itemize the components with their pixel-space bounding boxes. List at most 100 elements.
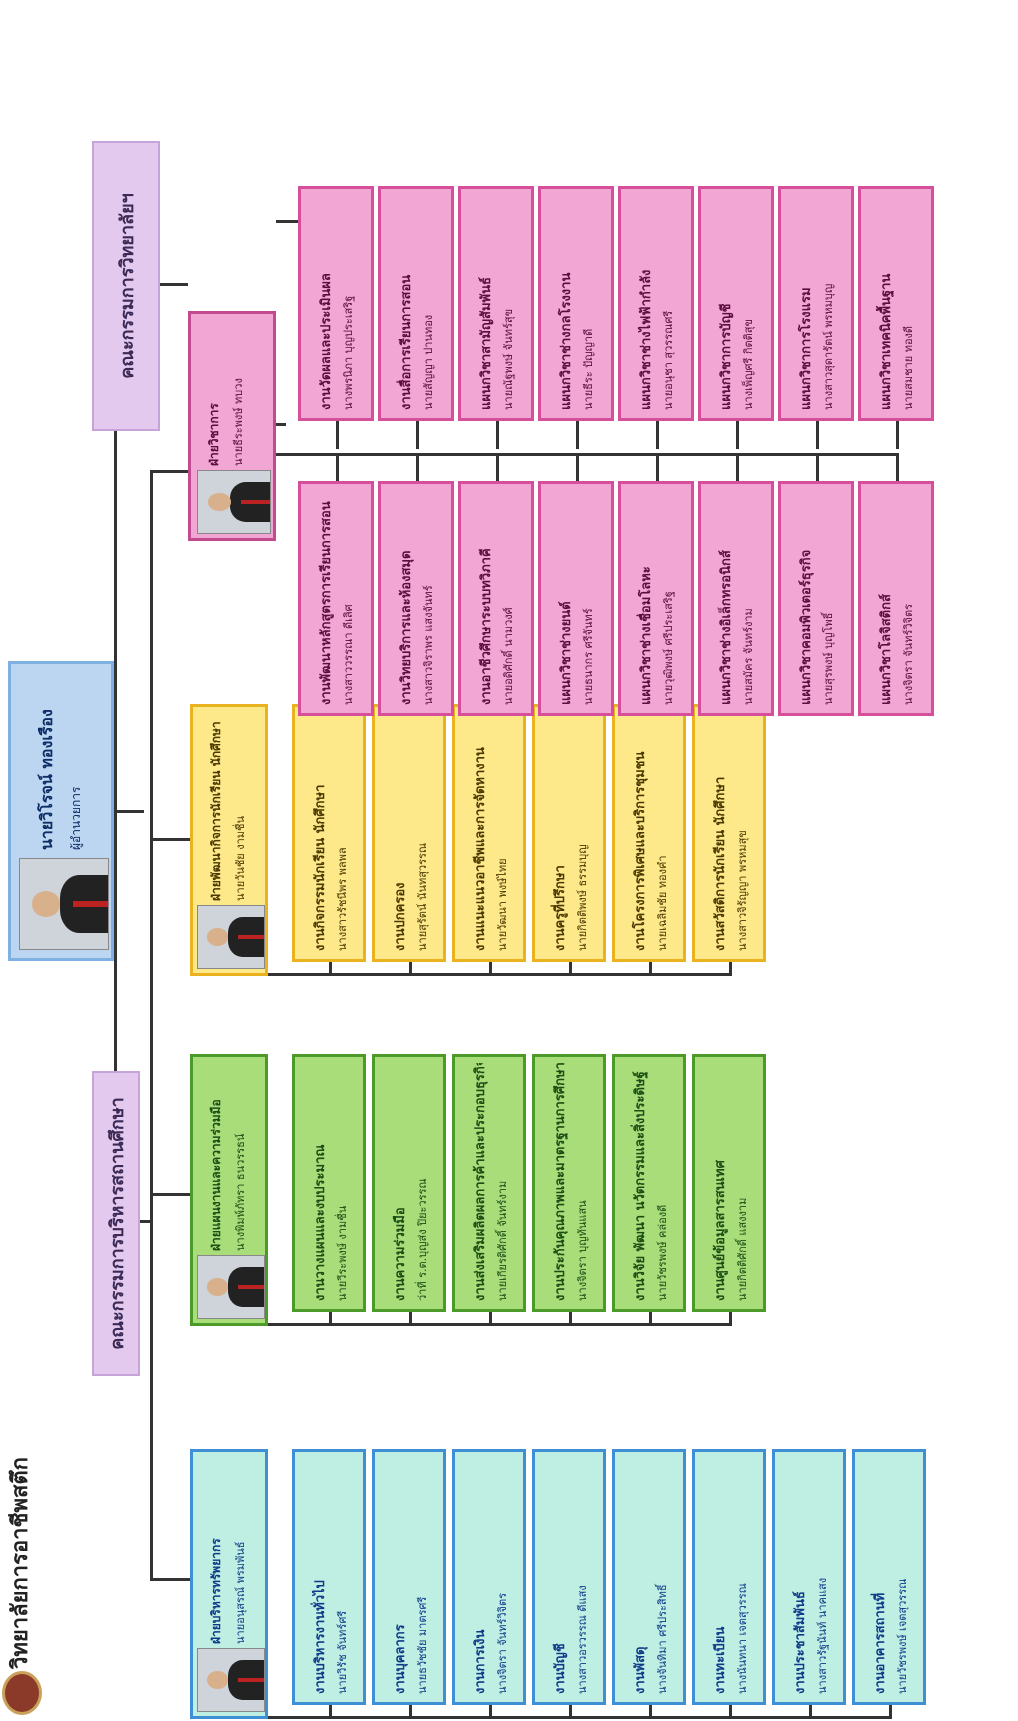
unit-title: งานบุคลากร bbox=[393, 1624, 408, 1694]
portrait-face bbox=[207, 1671, 229, 1689]
unit-person: นายเฉลิมชัย ทองคำ bbox=[656, 855, 669, 951]
unit-box: แผนกวิชาสามัญสัมพันธ์นายณัฐพงษ์ จันทร์สุ… bbox=[458, 186, 534, 421]
unit-title: งานบัญชี bbox=[553, 1643, 568, 1694]
unit-title: งานบริหารงานทั่วไป bbox=[313, 1580, 328, 1694]
portrait-tie bbox=[237, 935, 264, 939]
unit-box: งานโครงการพิเศษและบริการชุมชนนายเฉลิมชัย… bbox=[612, 704, 686, 962]
unit-box: แผนกวิชาโลจิสติกส์ นางจิตรา จันทร์วิจิตร bbox=[858, 481, 934, 716]
portrait-face bbox=[207, 928, 229, 946]
unit-title: แผนกวิชาช่างเชื่อมโลหะ bbox=[639, 566, 654, 705]
unit-person: นางสาวสุดารัตน์ พรหมบุญ bbox=[822, 283, 835, 410]
unit-title: งานความร่วมมือ bbox=[393, 1207, 408, 1301]
unit-person: นางจิตรา จันทร์วิจิตร bbox=[902, 603, 915, 705]
unit-title: งานสวัสดิการนักเรียน นักศึกษา bbox=[713, 776, 728, 951]
unit-box: แผนกวิชาช่างเชื่อมโลหะนายวุฒิพงษ์ ศรีประ… bbox=[618, 481, 694, 716]
unit-person: นายธวัชชัย มาตรศรี bbox=[416, 1596, 429, 1694]
unit-person: นายธีระ ปัญญาดี bbox=[582, 328, 595, 410]
unit-box: งานกิจกรรมนักเรียน นักศึกษานางสาวรัชนีพร… bbox=[292, 704, 366, 962]
division-bus-resources bbox=[268, 1716, 889, 1719]
division-head-resources: ฝ่ายบริหารทรัพยากร นายอนุสรณ์ พรมพันธ์ bbox=[190, 1449, 268, 1719]
unit-person: นายธนากร ศรีจันทร์ bbox=[582, 608, 595, 705]
unit-box: งานประชาสัมพันธ์ นางสาวรัฐนันท์ นาคแสง bbox=[772, 1449, 846, 1705]
division-head-student: ฝ่ายพัฒนากิจการนักเรียน นักศึกษานายวันชั… bbox=[190, 704, 268, 976]
committee-band-right: คณะกรรมการวิทยาลัยฯ bbox=[92, 141, 160, 431]
unit-connector bbox=[496, 453, 499, 481]
portrait-face bbox=[207, 1278, 229, 1296]
unit-title: งานวางแผนและงบประมาณ bbox=[313, 1144, 328, 1301]
unit-box: งานประกันคุณภาพและมาตรฐานการศึกษานางจิตร… bbox=[532, 1054, 606, 1312]
division-head-person: นางพิมพ์ภัทรา ธนวรรธน์ bbox=[234, 1133, 247, 1251]
unit-box: แผนกวิชาช่างกลโรงงาน นายธีระ ปัญญาดี bbox=[538, 186, 614, 421]
unit-person: นางสาววรรณา ดีเลิศ bbox=[342, 604, 355, 705]
unit-connector bbox=[336, 421, 339, 449]
division-head-person: นายธีระพงษ์ ทบวง bbox=[232, 378, 245, 466]
unit-title: แผนกวิชาโลจิสติกส์ bbox=[879, 594, 894, 705]
unit-person: นายกิตติศักดิ์ แสงงาม bbox=[736, 1197, 749, 1301]
division-head-person: นายวันชัย งามชื่น bbox=[234, 815, 247, 901]
unit-box: งานศูนย์ข้อมูลสารสนเทศ นายกิตติศักดิ์ แสง… bbox=[692, 1054, 766, 1312]
unit-box: งานวิทยบริการและห้องสมุดนางสาวจิราพร แสง… bbox=[378, 481, 454, 716]
division-head-person: นายอนุสรณ์ พรมพันธ์ bbox=[234, 1541, 247, 1645]
unit-title: งานโครงการพิเศษและบริการชุมชน bbox=[633, 751, 648, 951]
unit-title: งานศูนย์ข้อมูลสารสนเทศ bbox=[713, 1160, 728, 1301]
academic-bus-right bbox=[276, 423, 286, 426]
unit-connector bbox=[736, 453, 739, 481]
unit-box: งานอาชีวศึกษาระบบทวิภาคีนายอดิศักดิ์ นาม… bbox=[458, 481, 534, 716]
unit-title: แผนกวิชาช่างไฟฟ้ากำลัง bbox=[639, 269, 654, 410]
division-head-title: ฝ่ายบริหารทรัพยากร bbox=[209, 1538, 223, 1644]
unit-box: งานบัญชี นางสาวอรวรรณ ดีแสง bbox=[532, 1449, 606, 1705]
division-head-photo bbox=[197, 1648, 265, 1712]
division-head-planning: ฝ่ายแผนงานและความร่วมมือนางพิมพ์ภัทรา ธน… bbox=[190, 1054, 268, 1326]
unit-person: นางสาวรัชนีพร พลพล bbox=[336, 847, 349, 951]
unit-connector bbox=[416, 453, 419, 481]
unit-title: งานสื่อการเรียนการสอน bbox=[399, 274, 414, 410]
division-bus-student bbox=[268, 973, 729, 976]
unit-person: นายวิรัช จันทร์ศรี bbox=[336, 1610, 349, 1694]
unit-title: งานประชาสัมพันธ์ bbox=[793, 1591, 808, 1694]
unit-box: งานพัสดุนางจันทิมา ศรีประสิทธิ์ bbox=[612, 1449, 686, 1705]
unit-box: งานวัดผลและประเมินผลนางพรนิภา บุญประเสริ… bbox=[298, 186, 374, 421]
academic-left-bus bbox=[276, 453, 896, 456]
unit-box: แผนกวิชาการบัญชี นางเพ็ญศรี กิตติสุข bbox=[698, 186, 774, 421]
division-drop-resources bbox=[150, 1578, 190, 1581]
unit-person: นางสาวอรวรรณ ดีแสง bbox=[576, 1585, 589, 1694]
unit-title: แผนกวิชาสามัญสัมพันธ์ bbox=[479, 277, 494, 410]
division-drop-planning bbox=[150, 1193, 190, 1196]
unit-connector bbox=[496, 421, 499, 449]
committee-band-left: คณะกรรมการบริหารสถานศึกษา bbox=[92, 1071, 140, 1376]
unit-title: งานการเงิน bbox=[473, 1629, 488, 1694]
unit-person: นางสาวจิรัญญา พรหมสุข bbox=[736, 830, 749, 951]
unit-title: แผนกวิชาการบัญชี bbox=[719, 303, 734, 410]
unit-box: แผนกวิชาช่างไฟฟ้ากำลังนายอนุชา สุวรรณศรี bbox=[618, 186, 694, 421]
unit-person: นางเพ็ญศรี กิตติสุข bbox=[742, 318, 755, 410]
unit-connector bbox=[896, 453, 899, 481]
portrait-face bbox=[32, 891, 61, 917]
director-connector bbox=[114, 810, 144, 813]
unit-person: นางสาวรัฐนันท์ นาคแสง bbox=[816, 1577, 829, 1694]
unit-connector bbox=[336, 453, 339, 481]
unit-person: นายเกียรติศักดิ์ จันทร์งาม bbox=[496, 1180, 509, 1301]
unit-title: งานครูที่ปรึกษา bbox=[553, 865, 568, 951]
unit-title: งานอาคารสถานที่ bbox=[873, 1592, 888, 1694]
unit-box: งานส่งเสริมผลิตผลการค้าและประกอบธุรกิจนา… bbox=[452, 1054, 526, 1312]
unit-box: งานบุคลากร นายธวัชชัย มาตรศรี bbox=[372, 1449, 446, 1705]
academic-trunk bbox=[150, 470, 188, 473]
unit-connector bbox=[576, 421, 579, 449]
unit-box: แผนกวิชาช่างยนต์นายธนากร ศรีจันทร์ bbox=[538, 481, 614, 716]
unit-person: นายสมชาย ทองดี bbox=[902, 325, 915, 410]
unit-person: นายอดิศักดิ์ นามวงศ์ bbox=[502, 607, 515, 705]
unit-person: นางจิตรา จันทร์วิจิตร bbox=[496, 1592, 509, 1694]
unit-title: แผนกวิชาช่างกลโรงงาน bbox=[559, 272, 574, 410]
division-head-title: ฝ่ายวิชาการ bbox=[207, 403, 221, 466]
unit-person: นายวีระพงษ์ งามชื่น bbox=[336, 1205, 349, 1301]
unit-title: แผนกวิชาเทคนิคพื้นฐาน bbox=[879, 273, 894, 410]
unit-title: งานทะเบียน bbox=[713, 1626, 728, 1694]
portrait-tie bbox=[237, 1678, 264, 1682]
unit-box: งานอาคารสถานที่นายวัชรพงษ์ เจตสุวรรณ bbox=[852, 1449, 926, 1705]
division-head-photo bbox=[197, 470, 271, 534]
unit-box: งานการเงิน นางจิตรา จันทร์วิจิตร bbox=[452, 1449, 526, 1705]
unit-box: งานครูที่ปรึกษานายกิตติพงษ์ ธรรมบุญ bbox=[532, 704, 606, 962]
spine-horizontal bbox=[114, 431, 117, 1071]
